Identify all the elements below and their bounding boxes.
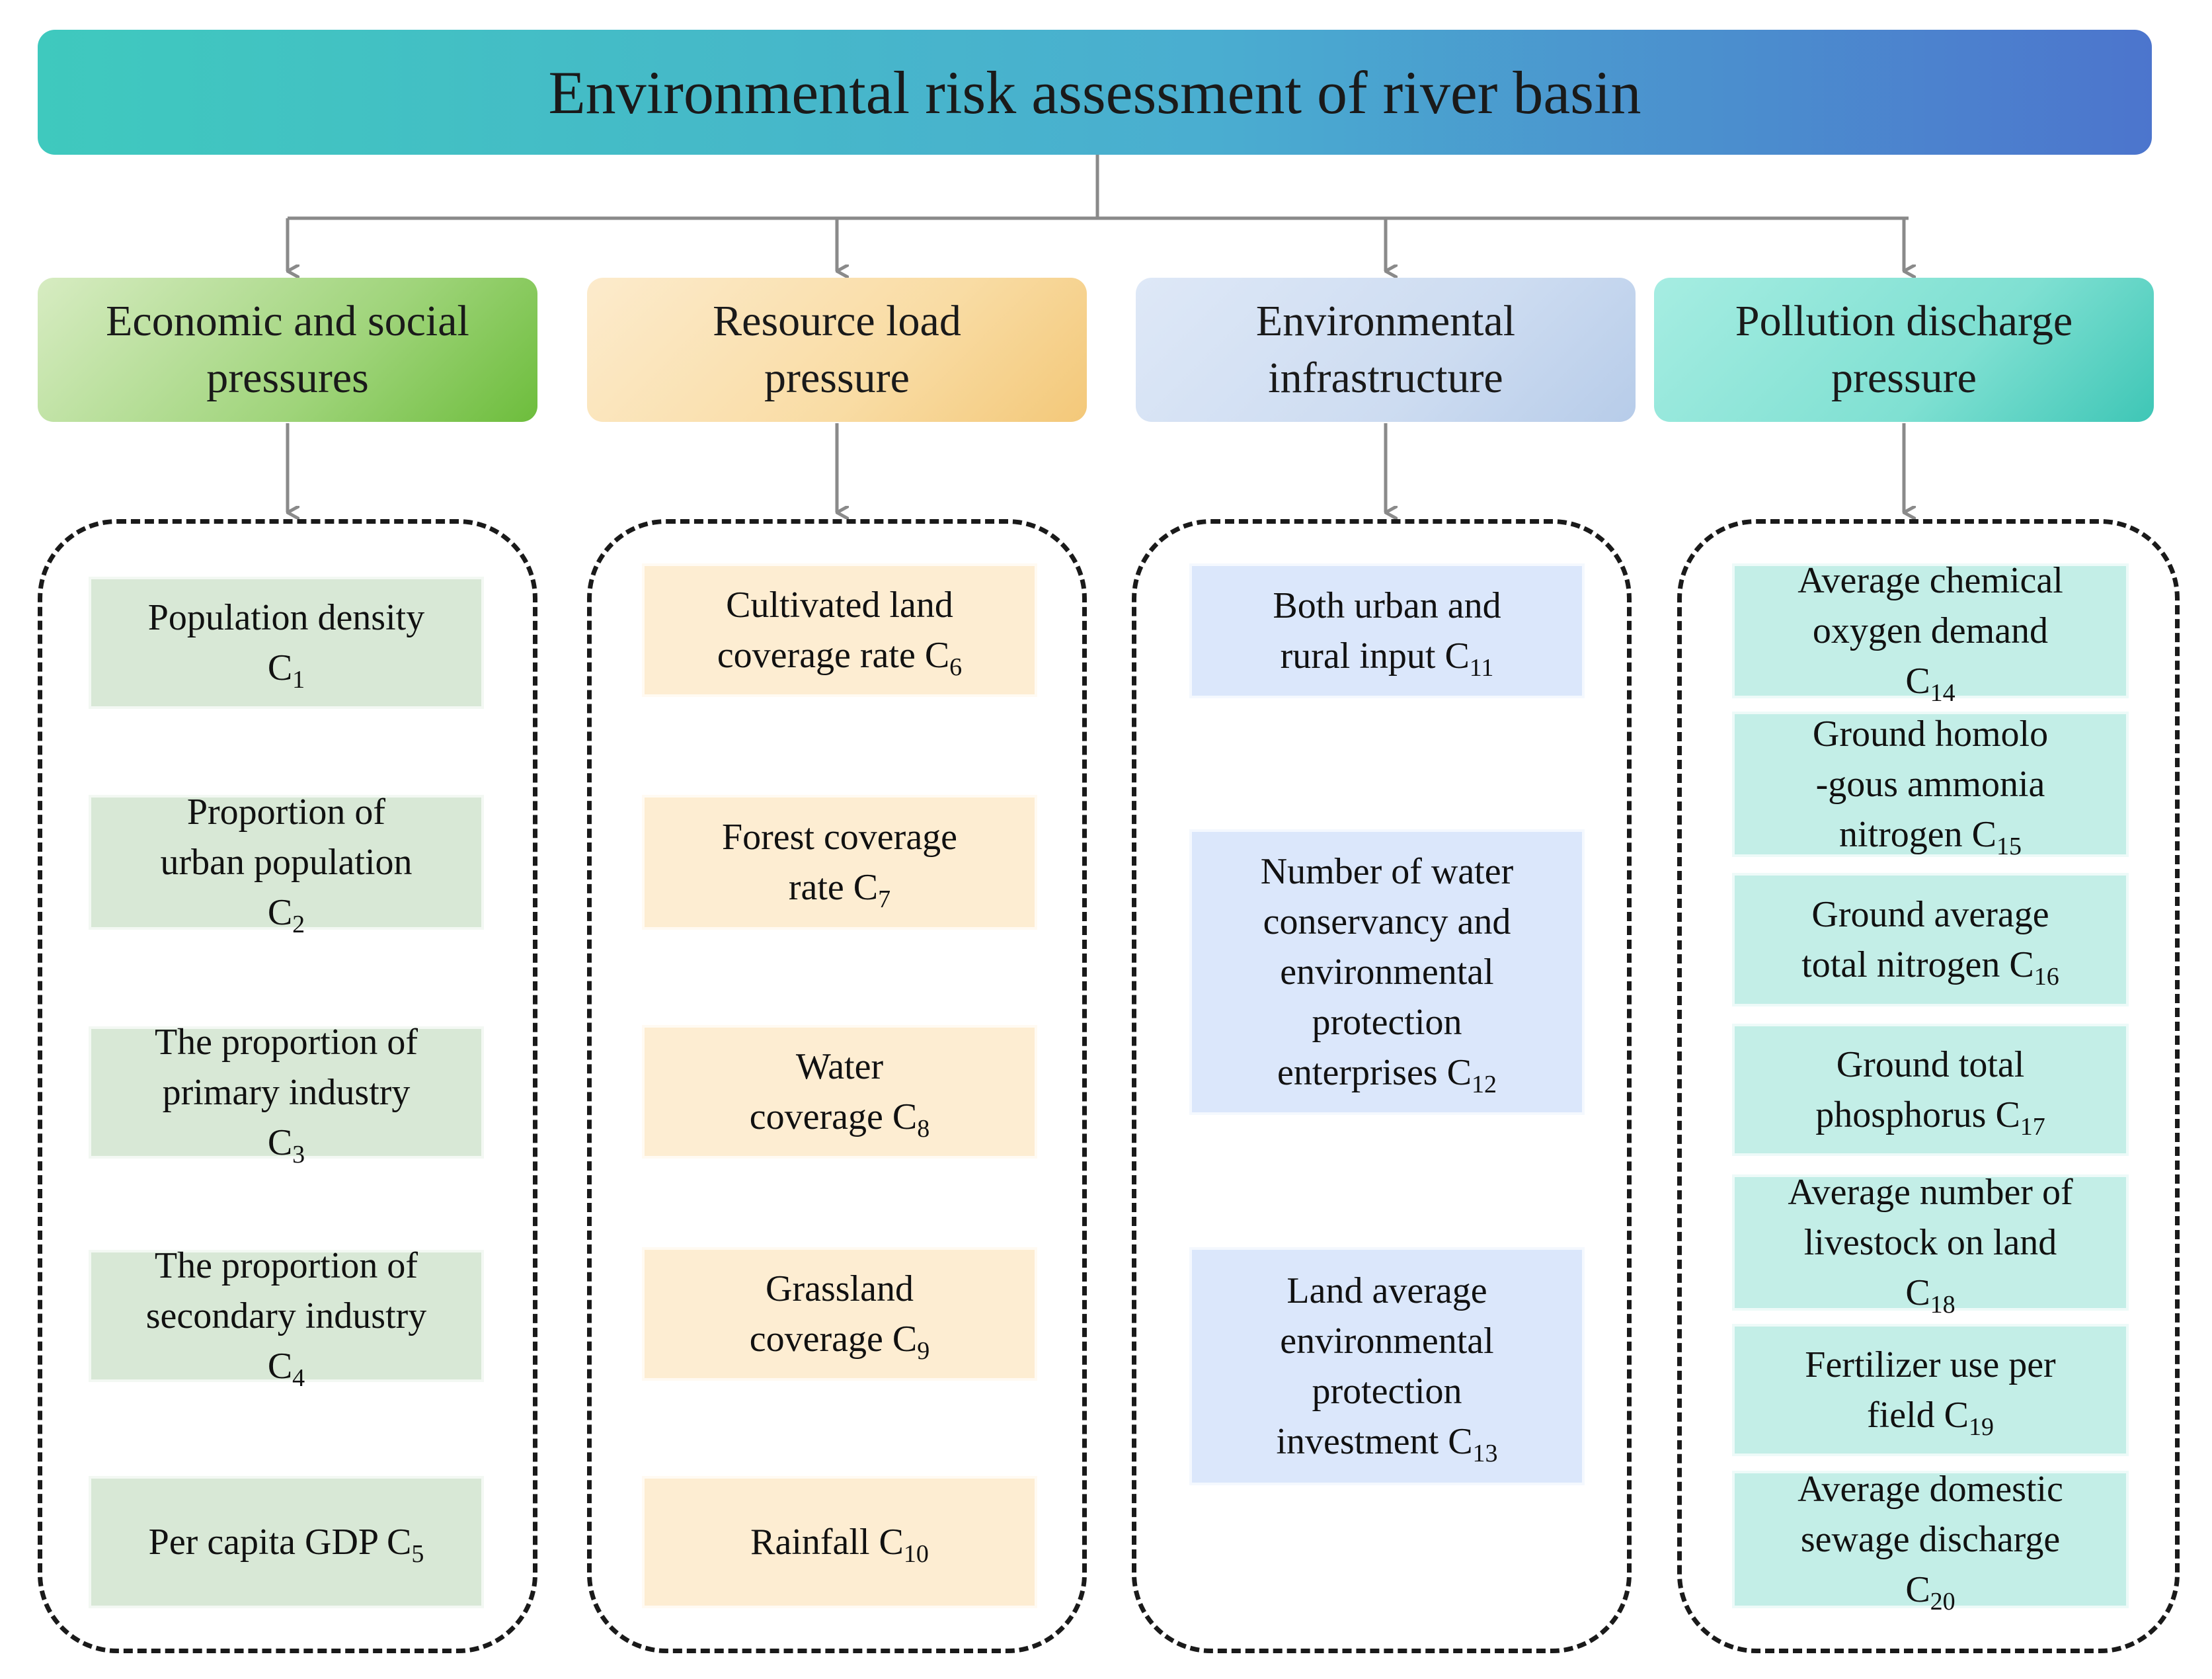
indicator-subscript: 5 — [411, 1540, 424, 1568]
category-label: Economic and social pressures — [106, 297, 469, 402]
indicator-subscript: 18 — [1930, 1291, 1955, 1319]
indicator-c5: Per capita GDP C5 — [89, 1476, 484, 1608]
category-economic-social: Economic and social pressures — [38, 278, 537, 422]
indicator-c4: The proportion of secondary industry C4 — [89, 1245, 484, 1391]
indicator-subscript: 6 — [949, 653, 963, 681]
indicator-c10: Rainfall C10 — [642, 1476, 1037, 1608]
category-environmental-infrastructure: Environmental infrastructure — [1136, 278, 1636, 422]
indicator-text: Grassland coverage C — [749, 1268, 918, 1360]
indicator-subscript: 8 — [917, 1115, 930, 1143]
indicator-text: Water coverage C — [749, 1046, 918, 1137]
indicator-subscript: 2 — [292, 911, 305, 938]
indicator-text: Ground total phosphorus C — [1815, 1044, 2025, 1135]
indicator-c12: Number of water conservancy and environm… — [1189, 829, 1585, 1115]
indicator-subscript: 10 — [903, 1540, 929, 1568]
indicator-c9: Grassland coverage C9 — [642, 1247, 1037, 1381]
indicator-c2: Proportion of urban population C2 — [89, 792, 484, 937]
indicator-c13: Land average environmental protection in… — [1189, 1247, 1585, 1485]
indicator-c1: Population density C1 — [89, 577, 484, 709]
indicator-c16: Ground average total nitrogen C16 — [1732, 873, 2129, 1006]
indicator-text: Average domestic sewage discharge C — [1797, 1469, 2063, 1610]
indicator-subscript: 16 — [2034, 963, 2059, 991]
category-label: Pollution discharge pressure — [1735, 297, 2073, 402]
indicator-group-economic: Population density C1 Proportion of urba… — [38, 519, 537, 1653]
indicator-c17: Ground total phosphorus C17 — [1732, 1024, 2129, 1156]
indicator-c11: Both urban and rural input C11 — [1189, 563, 1585, 698]
indicator-text: Forest coverage rate C — [721, 817, 958, 908]
category-label: Environmental infrastructure — [1255, 297, 1516, 402]
indicator-text: Number of water conservancy and environm… — [1260, 851, 1514, 1093]
indicator-subscript: 7 — [878, 885, 891, 913]
indicator-c7: Forest coverage rate C7 — [642, 795, 1037, 930]
indicator-text: Ground average total nitrogen C — [1801, 894, 2049, 985]
category-resource-load: Resource load pressure — [587, 278, 1087, 422]
indicator-text: The proportion of secondary industry C — [145, 1245, 427, 1387]
indicator-subscript: 11 — [1469, 654, 1494, 682]
indicator-c3: The proportion of primary industry C3 — [89, 1022, 484, 1167]
category-label: Resource load pressure — [713, 297, 961, 402]
indicator-subscript: 15 — [1996, 833, 2022, 860]
indicator-subscript: 3 — [292, 1141, 305, 1168]
indicator-subscript: 17 — [2020, 1113, 2045, 1141]
indicator-text: Both urban and rural input C — [1273, 585, 1501, 676]
indicator-text: Cultivated land coverage rate C — [717, 585, 953, 676]
indicator-subscript: 13 — [1472, 1440, 1498, 1467]
indicator-c20: Average domestic sewage discharge C20 — [1732, 1469, 2129, 1614]
indicator-text: Rainfall C — [750, 1522, 904, 1563]
diagram-title: Environmental risk assessment of river b… — [548, 58, 1641, 126]
indicator-subscript: 4 — [292, 1364, 305, 1392]
indicator-text: Land average environmental protection in… — [1276, 1270, 1494, 1462]
indicator-subscript: 14 — [1930, 679, 1955, 707]
indicator-text: Per capita GDP C — [148, 1522, 412, 1563]
indicator-c14: Average chemical oxygen demand C14 — [1732, 560, 2129, 706]
indicator-c18: Average number of livestock on land C18 — [1732, 1172, 2129, 1317]
indicator-text: Average chemical oxygen demand C — [1797, 560, 2063, 702]
category-pollution-discharge: Pollution discharge pressure — [1654, 278, 2154, 422]
indicator-subscript: 19 — [1968, 1413, 1994, 1441]
indicator-text: Population density C — [147, 597, 425, 688]
indicator-subscript: 9 — [917, 1337, 930, 1365]
indicator-subscript: 1 — [292, 666, 305, 694]
indicator-c8: Water coverage C8 — [642, 1025, 1037, 1159]
indicator-subscript: 12 — [1471, 1071, 1497, 1098]
indicator-group-pollution: Average chemical oxygen demand C14 Groun… — [1677, 519, 2180, 1653]
indicator-text: Proportion of urban population C — [160, 792, 413, 933]
indicator-text: Ground homolo -gous ammonia nitrogen C — [1812, 714, 2049, 855]
indicator-c15: Ground homolo -gous ammonia nitrogen C15 — [1732, 712, 2129, 860]
indicator-group-resource: Cultivated land coverage rate C6 Forest … — [587, 519, 1087, 1653]
root-title-box: Environmental risk assessment of river b… — [38, 30, 2152, 155]
indicator-c19: Fertilizer use per field C19 — [1732, 1324, 2129, 1456]
indicator-subscript: 20 — [1930, 1588, 1955, 1616]
indicator-group-environmental: Both urban and rural input C11 Number of… — [1132, 519, 1632, 1653]
indicator-text: Average number of livestock on land C — [1788, 1172, 2073, 1313]
indicator-text: Fertilizer use per field C — [1805, 1344, 2056, 1436]
indicator-c6: Cultivated land coverage rate C6 — [642, 563, 1037, 697]
indicator-text: The proportion of primary industry C — [154, 1022, 418, 1163]
